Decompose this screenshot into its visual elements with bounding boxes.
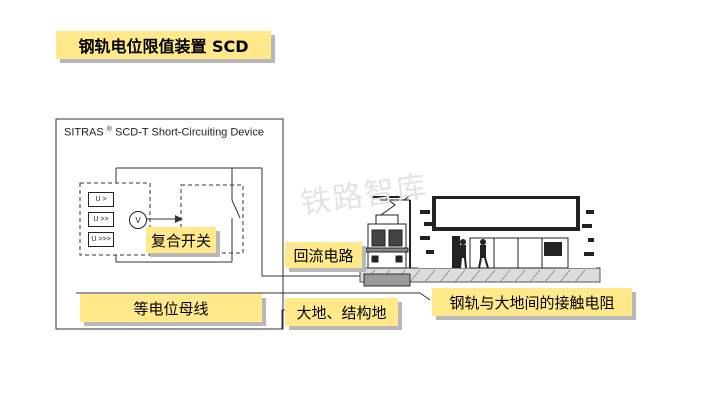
tram — [365, 214, 409, 269]
composite-switch-label: 复合开关 — [146, 227, 216, 253]
device-name-suffix: SCD-T Short-Circuiting Device — [115, 126, 264, 139]
relay-u2: U >> — [88, 212, 114, 227]
station — [418, 196, 596, 269]
relay-u3: U >>> — [88, 232, 114, 247]
arrow-icon — [175, 215, 183, 223]
registered-mark: ® — [106, 126, 112, 133]
equipotential-bus-label: 等电位母线 — [80, 294, 262, 322]
relay-u1: U > — [88, 192, 114, 207]
rail-earth-resistance-label: 钢轨与大地间的接触电阻 — [432, 288, 632, 316]
voltmeter-icon: V — [129, 211, 147, 229]
return-circuit-label: 回流电路 — [285, 242, 362, 268]
device-title: SITRAS ® SCD-T Short-Circuiting Device — [64, 126, 264, 139]
device-name-prefix: SITRAS — [64, 126, 104, 139]
return-circuit-wire — [232, 167, 372, 277]
page-title: 钢轨电位限值装置 SCD — [56, 31, 271, 59]
earth-structure-label: 大地、结构地 — [285, 298, 398, 326]
switch-contact — [231, 199, 241, 219]
